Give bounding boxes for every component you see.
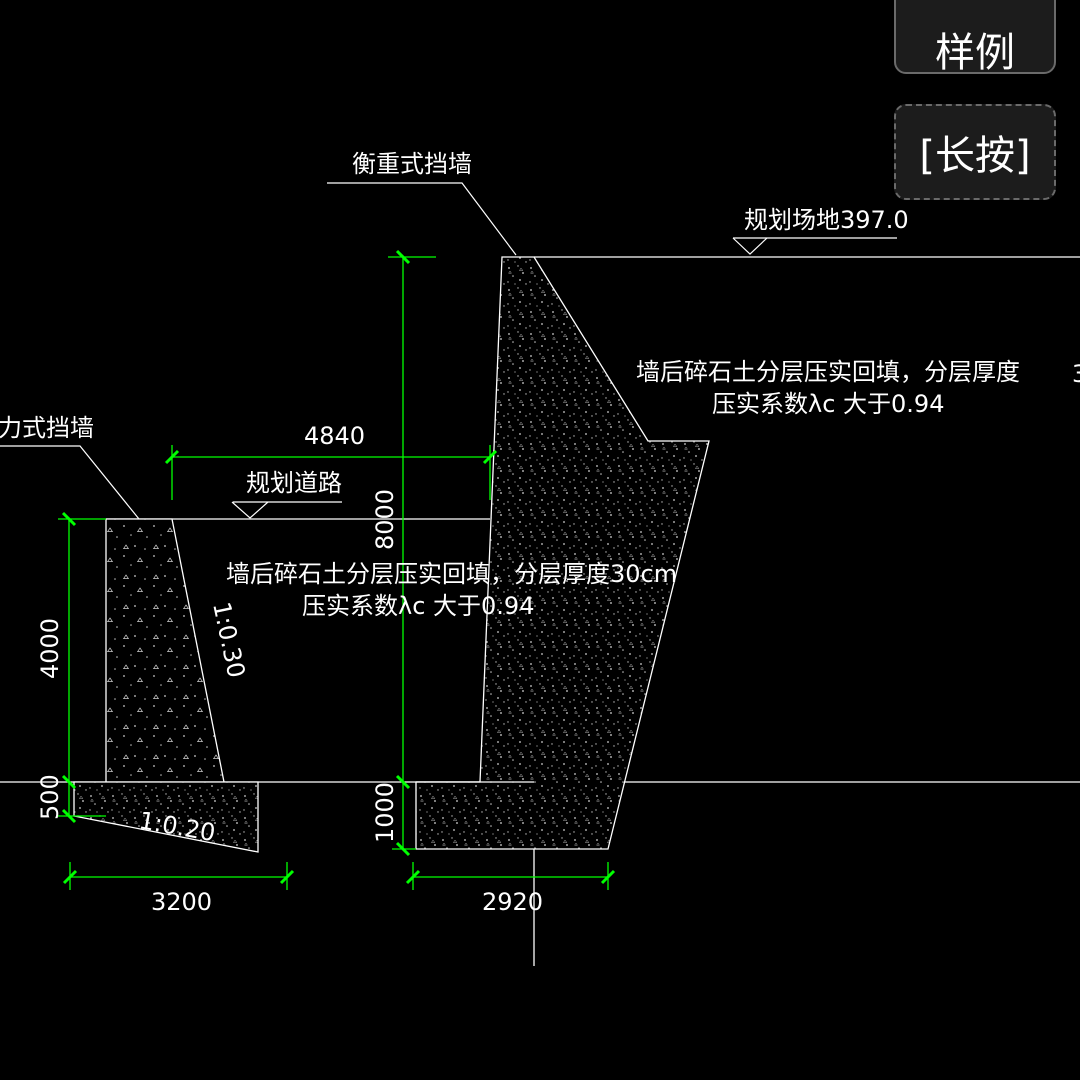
tick bbox=[61, 808, 77, 824]
balance-wall-body bbox=[415, 256, 710, 850]
long-press-button-label: [长按] bbox=[919, 133, 1031, 179]
gravity-wall-body bbox=[105, 518, 225, 783]
tick bbox=[395, 841, 411, 857]
tick bbox=[395, 774, 411, 790]
tick bbox=[395, 249, 411, 265]
label-balance-wall: 衡重式挡墙 bbox=[352, 150, 472, 178]
tick bbox=[600, 869, 616, 885]
tick bbox=[62, 869, 78, 885]
dim-text-4000: 4000 bbox=[36, 618, 64, 679]
site-grade-symbol bbox=[732, 237, 768, 255]
label-backfill-upper-2: 压实系数λc 大于0.94 bbox=[712, 390, 944, 418]
dim-text-500: 500 bbox=[36, 774, 64, 820]
leader-balance-wall bbox=[327, 182, 517, 256]
dimension-ticks bbox=[61, 249, 616, 885]
tick bbox=[405, 869, 421, 885]
balance-weight-wall bbox=[415, 256, 710, 850]
leader-lines bbox=[0, 182, 897, 520]
road-grade-symbol bbox=[231, 501, 269, 519]
leader-gravity-wall bbox=[0, 445, 140, 520]
legend-button-label: 样例 bbox=[935, 30, 1015, 76]
tick bbox=[164, 449, 180, 465]
tick bbox=[482, 449, 498, 465]
label-planned-site: 规划场地397.0 bbox=[744, 206, 909, 234]
label-backfill-upper-1: 墙后碎石土分层压实回填，分层厚度 bbox=[636, 358, 1020, 386]
dimension-lines bbox=[58, 256, 609, 890]
gravity-wall bbox=[73, 518, 259, 853]
tick bbox=[279, 869, 295, 885]
dim-text-1000: 1000 bbox=[371, 782, 399, 843]
legend-button[interactable]: 样例 bbox=[894, 0, 1056, 76]
dim-text-4840: 4840 bbox=[304, 422, 365, 450]
tick bbox=[61, 774, 77, 790]
gravity-wall-footing bbox=[73, 781, 259, 853]
label-edge-fragment: 3 bbox=[1072, 360, 1080, 388]
label-backfill-lower-1: 墙后碎石土分层压实回填，分层厚度30cm bbox=[226, 560, 677, 588]
label-slope-030: 1:0.30 bbox=[207, 599, 250, 680]
label-gravity-wall: 力式挡墙 bbox=[0, 414, 94, 442]
long-press-button[interactable]: [长按] bbox=[894, 104, 1056, 200]
dim-text-3200: 3200 bbox=[151, 888, 212, 916]
dim-text-8000: 8000 bbox=[371, 489, 399, 550]
dim-text-2920: 2920 bbox=[482, 888, 543, 916]
label-backfill-lower-2: 压实系数λc 大于0.94 bbox=[302, 592, 534, 620]
tick bbox=[61, 511, 77, 527]
label-planned-road: 规划道路 bbox=[246, 469, 342, 497]
